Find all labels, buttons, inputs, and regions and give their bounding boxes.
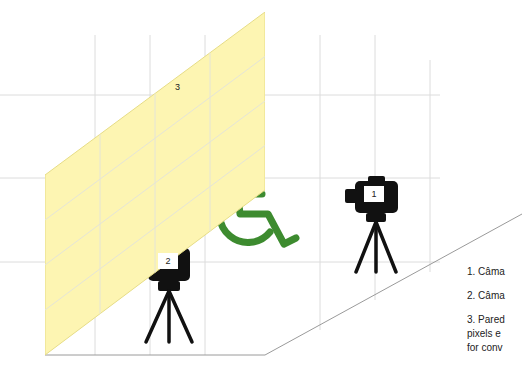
camera-1 <box>345 176 398 272</box>
note-text: 3. Pared pixels e for conv <box>467 313 509 355</box>
wall-grid <box>45 53 265 314</box>
wall-panel: 3 <box>45 12 265 355</box>
callout-number: 3 <box>175 82 180 93</box>
callout-number: 1 <box>371 189 376 200</box>
callout-number: 2 <box>165 256 170 267</box>
wall-shape <box>45 12 265 355</box>
wall-fill <box>45 12 265 355</box>
camera-number: 2 <box>158 253 178 269</box>
camera-number: 1 <box>364 186 384 202</box>
note-text: 1. Câma <box>467 265 525 279</box>
note-text: 2. Câma <box>467 289 525 303</box>
